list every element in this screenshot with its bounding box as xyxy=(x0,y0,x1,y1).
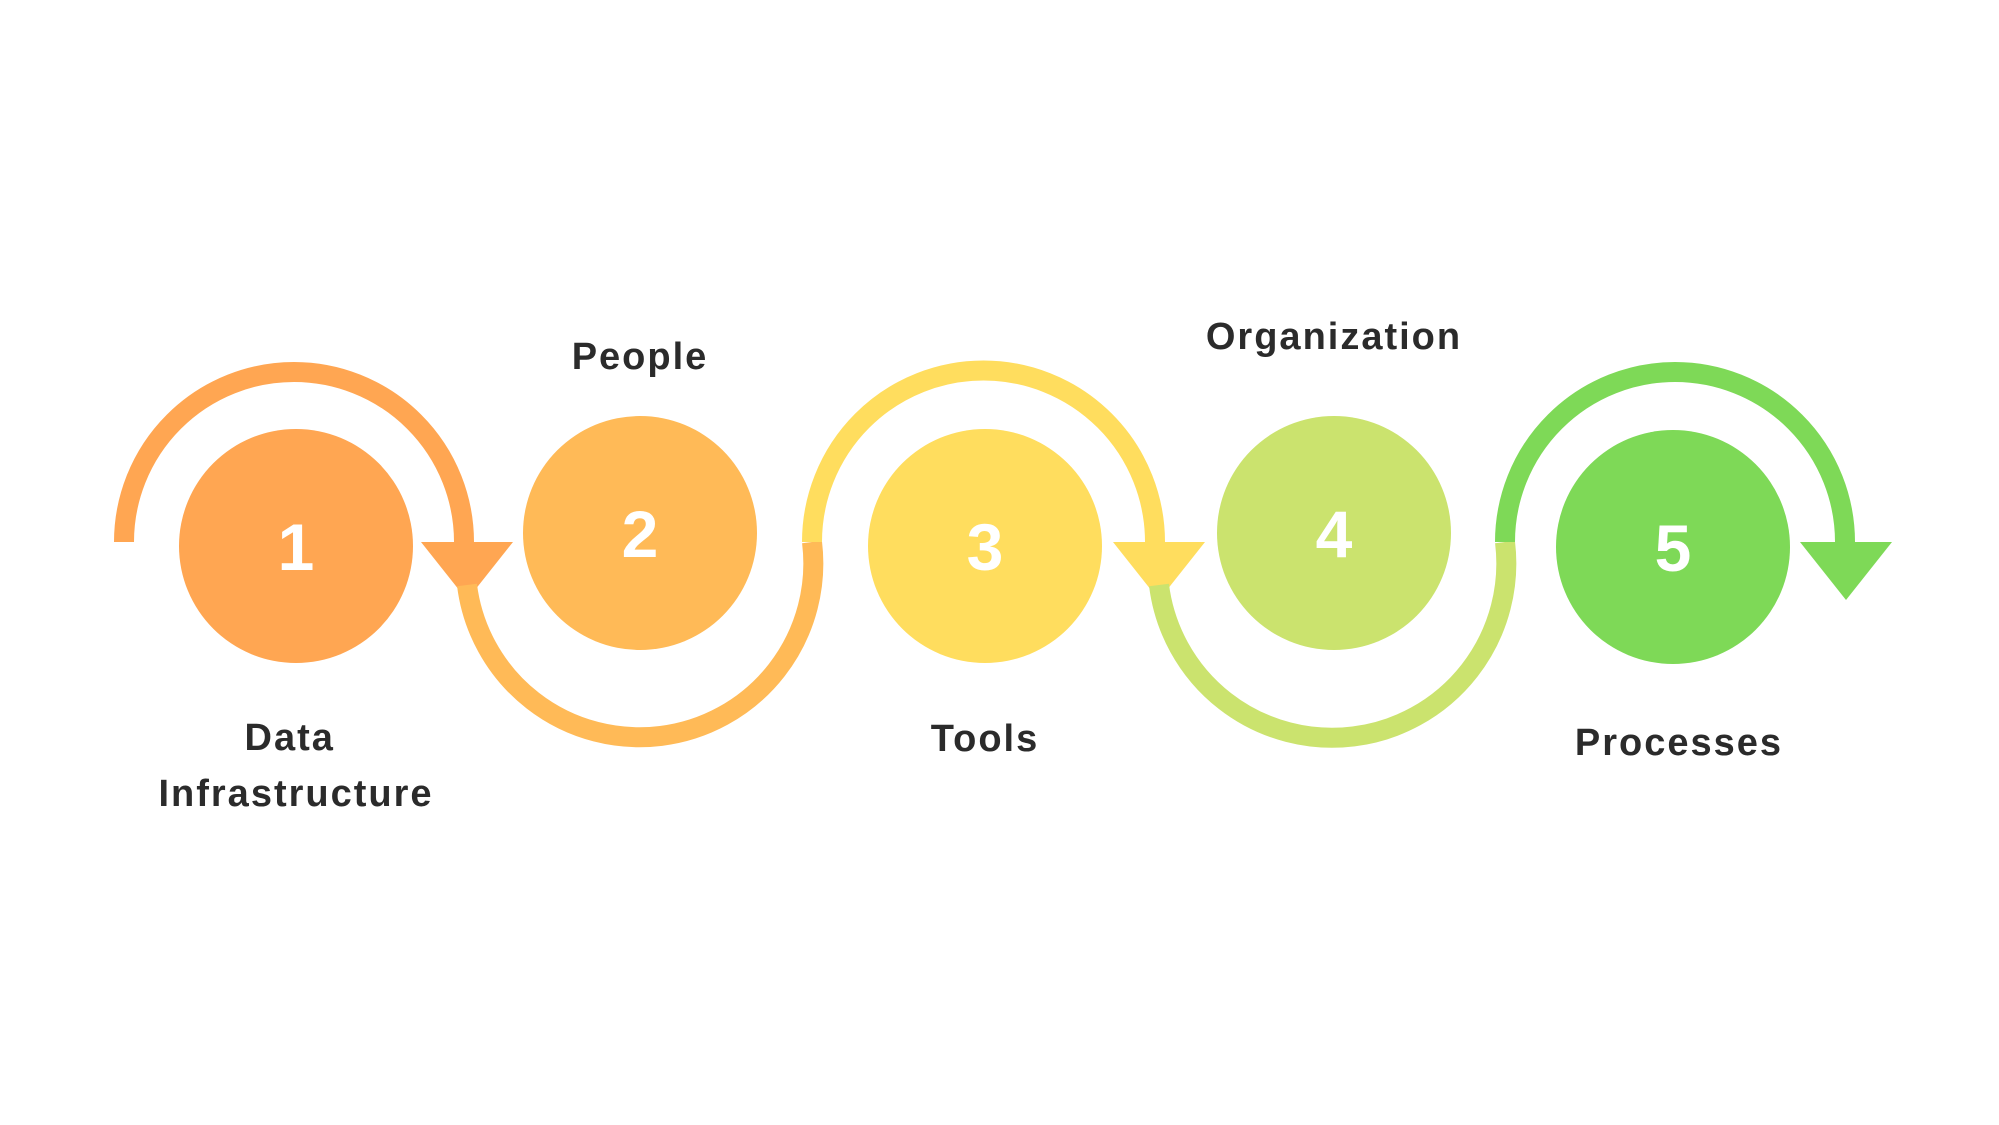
connector-arrows xyxy=(114,360,1892,748)
step-4-circle xyxy=(1217,416,1451,650)
arrow-1-to-2-head xyxy=(421,542,513,600)
step-4-label: Organization xyxy=(1206,316,1462,358)
arrow-3-to-4 xyxy=(802,360,1205,600)
step-2: 2 People xyxy=(523,336,757,650)
arrow-4-to-5 xyxy=(1149,540,1517,748)
arrow-2-to-3-arc xyxy=(457,540,824,748)
step-3-circle xyxy=(868,429,1102,663)
step-5-circle xyxy=(1556,430,1790,664)
step-3: 3 Tools xyxy=(868,429,1102,760)
step-2-circle xyxy=(523,416,757,650)
step-5: 5 Processes xyxy=(1556,430,1790,764)
step-1-label: Data Infrastructure xyxy=(158,717,433,815)
step-3-label: Tools xyxy=(931,718,1040,760)
step-5-number: 5 xyxy=(1655,511,1692,585)
step-1-label-line-2: Infrastructure xyxy=(158,773,433,815)
step-5-label: Processes xyxy=(1575,722,1783,764)
arrow-3-to-4-arc xyxy=(802,360,1165,543)
step-2-label: People xyxy=(572,336,709,378)
arrow-2-to-3 xyxy=(457,540,824,748)
step-2-number: 2 xyxy=(622,497,659,571)
step-1: 1 Data Infrastructure xyxy=(158,429,433,815)
step-4: 4 Organization xyxy=(1206,316,1462,650)
arrow-1-to-2-arc xyxy=(114,362,474,543)
arrow-5-to-end-arc xyxy=(1495,362,1855,543)
step-3-number: 3 xyxy=(967,510,1004,584)
arrow-5-to-end xyxy=(1495,362,1892,600)
step-4-number: 4 xyxy=(1316,497,1353,571)
arrow-5-to-end-head xyxy=(1800,542,1892,600)
step-1-label-line-1: Data xyxy=(245,717,335,759)
arrow-4-to-5-arc xyxy=(1149,540,1517,748)
step-1-circle xyxy=(179,429,413,663)
step-1-number: 1 xyxy=(278,510,315,584)
arrow-1-to-2 xyxy=(114,362,513,600)
arrow-3-to-4-head xyxy=(1113,542,1205,600)
